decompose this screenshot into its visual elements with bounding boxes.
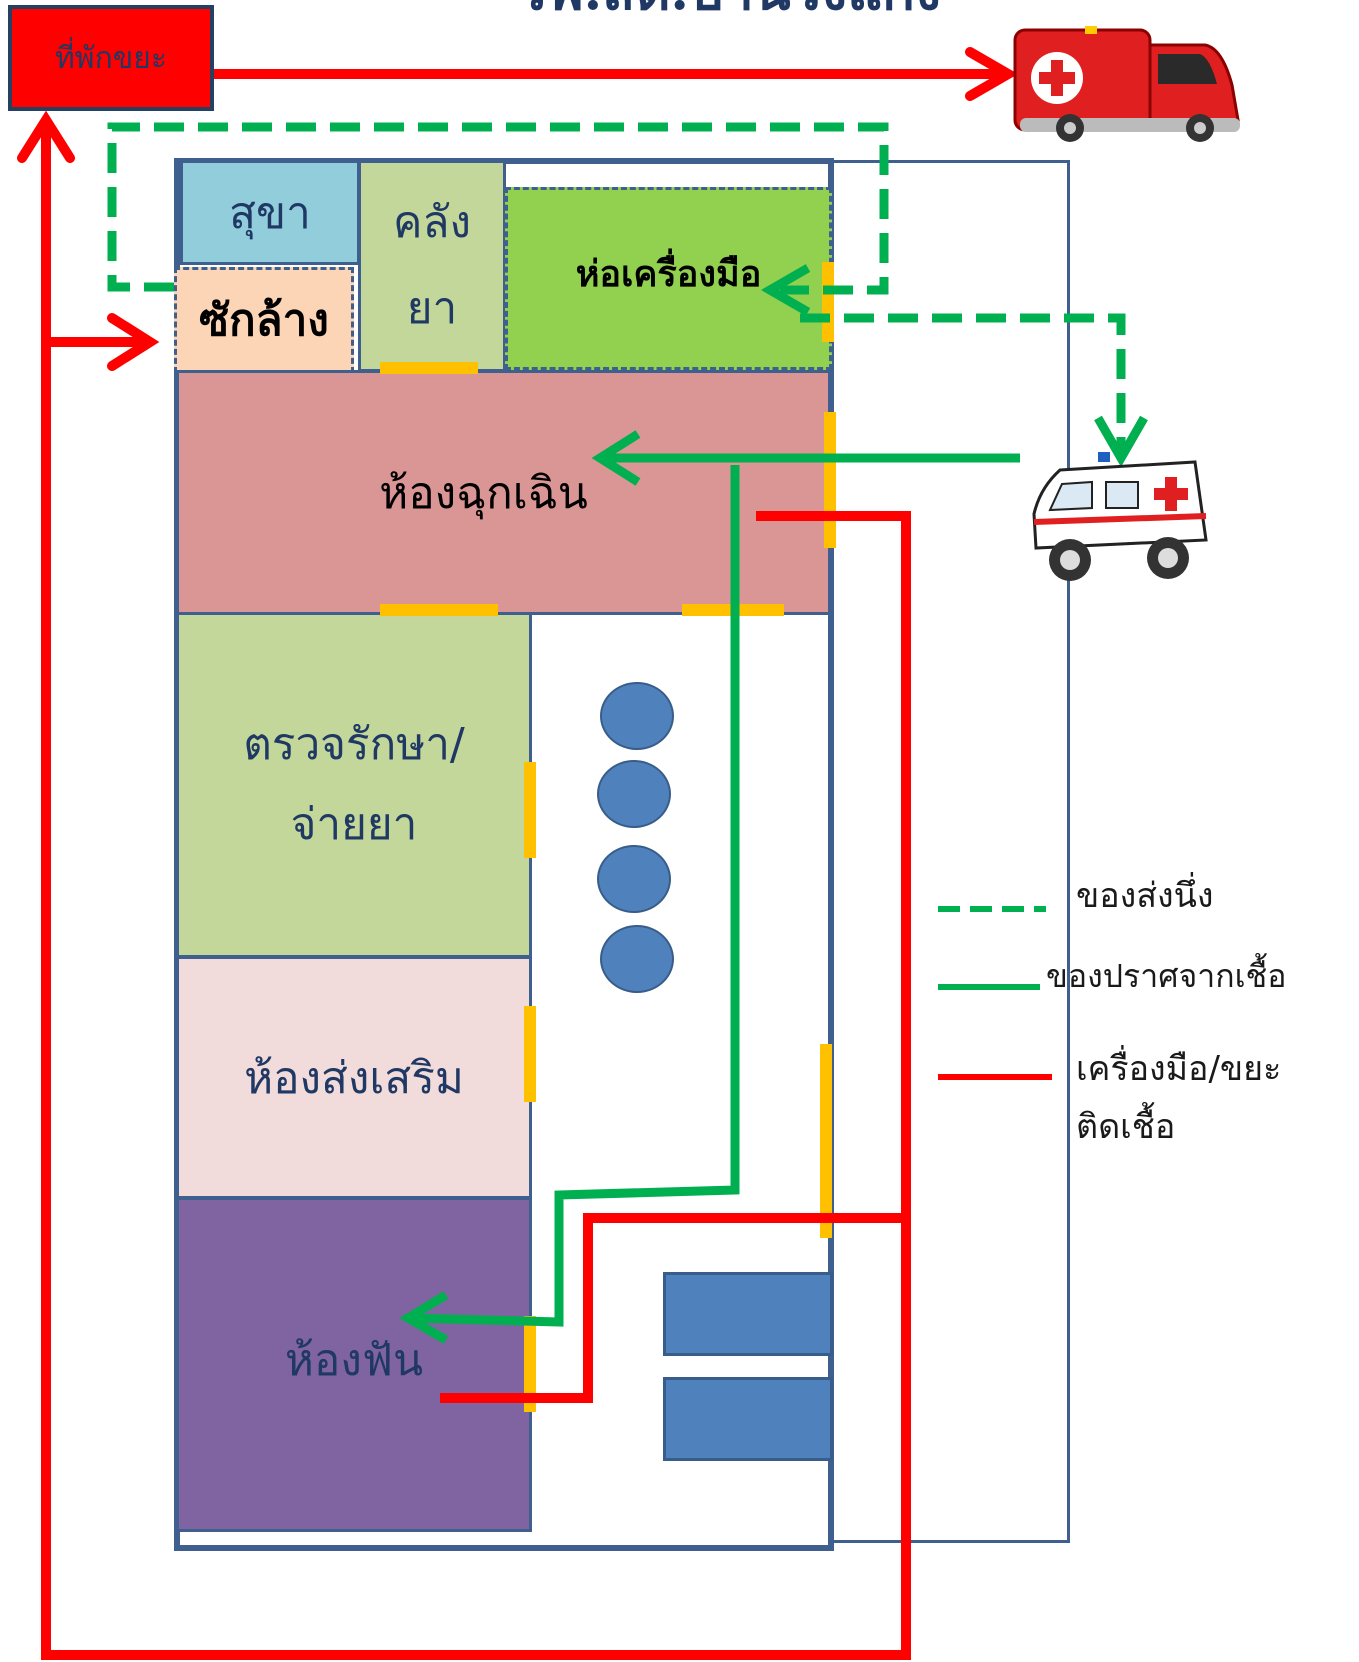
diagram-title: รพ.สต.บ้านวังแก่ง bbox=[470, 0, 990, 20]
door bbox=[824, 412, 836, 548]
toilet-room: สุขา bbox=[180, 160, 360, 265]
waiting-seat bbox=[600, 925, 674, 993]
bench bbox=[663, 1272, 833, 1356]
washing-room: ซักล้าง bbox=[174, 267, 354, 373]
health-promotion-room: ห้องส่งเสริม bbox=[176, 956, 532, 1199]
bench bbox=[663, 1377, 833, 1461]
instrument-wrap-label: ห่อเครื่องมือ bbox=[575, 254, 762, 295]
door bbox=[524, 1316, 536, 1412]
door bbox=[524, 762, 536, 858]
door bbox=[822, 262, 834, 342]
corridor-outline bbox=[830, 160, 1070, 1543]
health-promotion-label: ห้องส่งเสริม bbox=[244, 1052, 464, 1104]
waiting-seat bbox=[597, 760, 671, 828]
door bbox=[380, 362, 478, 374]
legend-sterile-label: ของปราศจากเชื้อ bbox=[1046, 957, 1287, 995]
emergency-room: ห้องฉุกเฉิน bbox=[176, 370, 831, 615]
legend-infected-label: เครื่องมือ/ขยะ ติดเชื้อ bbox=[1076, 1049, 1282, 1147]
waiting-seat bbox=[597, 845, 671, 913]
waste-storage-box: ที่พักขยะ bbox=[8, 5, 214, 111]
door bbox=[682, 604, 784, 616]
pharmacy-store-room: คลัง ยา bbox=[358, 160, 506, 372]
pharmacy-store-label: คลัง ยา bbox=[393, 197, 471, 334]
door bbox=[524, 1006, 536, 1102]
exam-dispense-room: ตรวจรักษา/ จ่ายยา bbox=[176, 612, 532, 958]
waste-storage-label: ที่พักขยะ bbox=[55, 40, 167, 76]
emergency-label: ห้องฉุกเฉิน bbox=[379, 467, 588, 519]
instrument-wrap-room: ห่อเครื่องมือ bbox=[505, 187, 832, 370]
red-ambulance-icon bbox=[1013, 26, 1240, 142]
door bbox=[380, 604, 498, 616]
washing-label: ซักล้าง bbox=[199, 295, 329, 346]
door bbox=[820, 1044, 832, 1238]
dental-label: ห้องฟัน bbox=[284, 1334, 424, 1386]
toilet-label: สุขา bbox=[229, 187, 311, 239]
exam-dispense-label: ตรวจรักษา/ จ่ายยา bbox=[243, 719, 465, 850]
dental-room: ห้องฟัน bbox=[176, 1197, 532, 1532]
waiting-seat bbox=[600, 682, 674, 750]
legend-steamed-label: ของส่งนึ่ง bbox=[1076, 876, 1214, 916]
